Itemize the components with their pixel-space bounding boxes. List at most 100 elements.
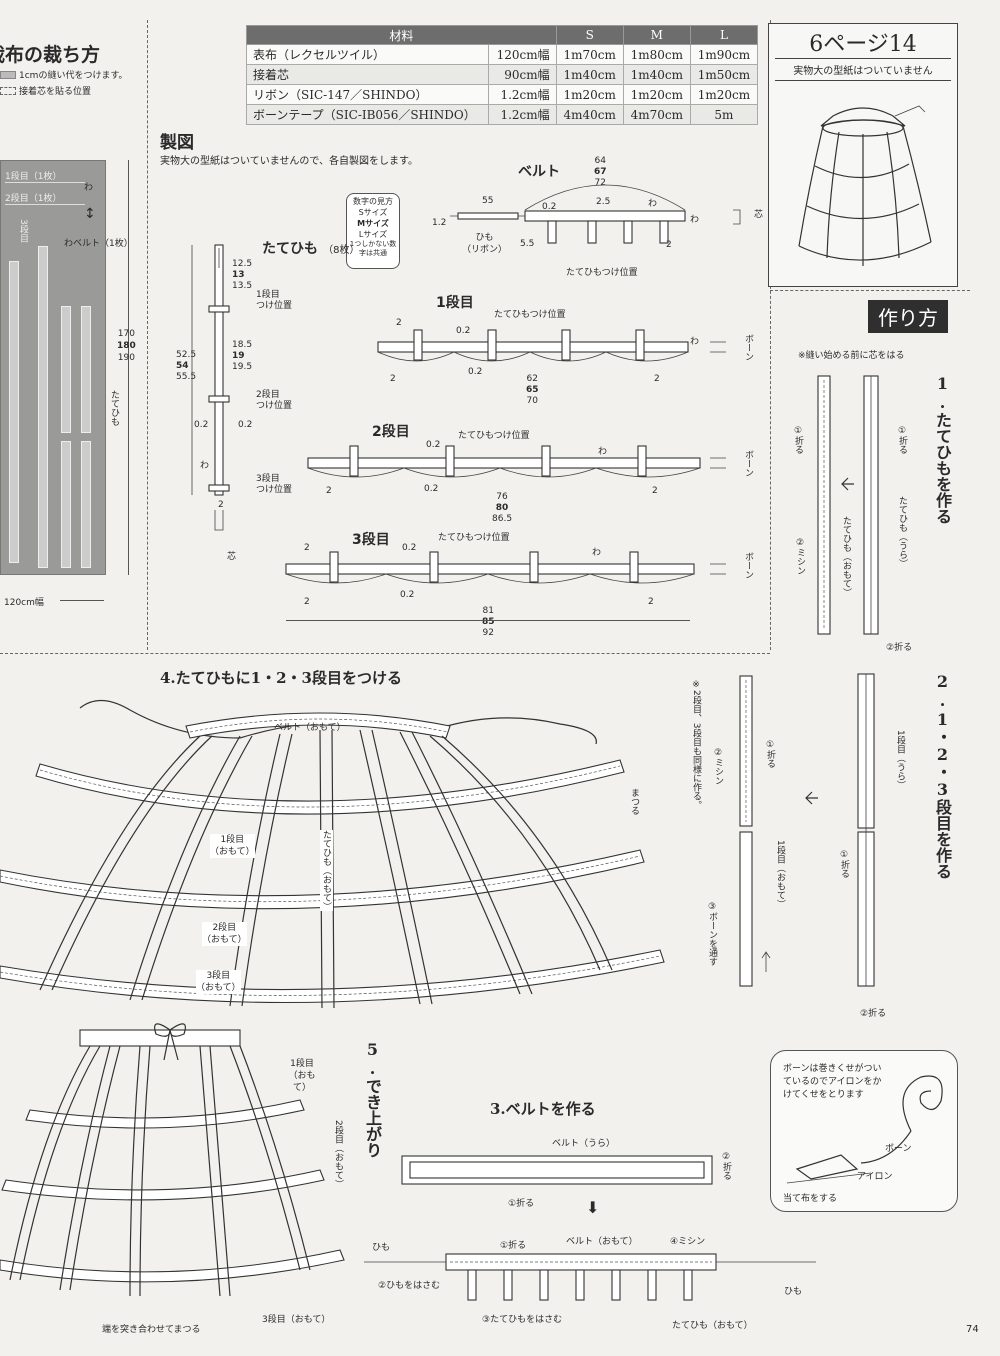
step5-t2: 2段目（おもて） [333, 1120, 343, 1189]
belt-draft-title: ベルト [518, 164, 560, 180]
side-strip-1 [9, 261, 19, 563]
seam-swatch [0, 70, 16, 79]
step3-belt-assembled [364, 1253, 816, 1301]
vertical-wa: わ [200, 461, 210, 471]
width-dim: 120cm幅 [4, 598, 44, 608]
tier3-bone: ボーン [743, 552, 753, 579]
tier3-draft-title: 3段目 [352, 532, 390, 548]
step1-left-label: たてひも（おもて） [841, 516, 851, 597]
step3-belt-omote: ベルト（おもて） [566, 1237, 638, 1247]
step3-himo-right: ひも [784, 1287, 803, 1297]
step3-vert-omote: たてひも（おもて） [672, 1321, 753, 1331]
tier3-2c: 2 [648, 597, 654, 607]
belt-12: 1.2 [432, 218, 447, 228]
table-row: 接着芯 90cm幅 1m40cm 1m40cm 1m50cm [246, 64, 759, 85]
tier1-02b: 0.2 [468, 367, 483, 377]
divider-right [770, 290, 970, 291]
vertical-pos1: 1段目つけ位置 [256, 290, 293, 311]
belt-wa2: わ [690, 215, 700, 225]
step2-title: 2.1・2・3段目を作る [933, 672, 952, 879]
tier1-bone: ボーン [743, 334, 753, 361]
step4-t2: 2段目（おもて） [202, 922, 247, 946]
step1-title: 1.たてひもを作る [933, 374, 952, 524]
tier2-02a: 0.2 [426, 440, 441, 450]
step1-illustration [817, 375, 879, 635]
reference-box: 6ページ14 実物大の型紙はついていません [768, 23, 958, 287]
fabric-layout: 1段目（1枚） 2段目（1枚） 3段目 [0, 160, 106, 575]
reference-note: 実物大の型紙はついていません [775, 58, 951, 81]
bone-iron-icon [786, 1075, 943, 1184]
step3-title: 3.ベルトを作る [490, 1100, 596, 1118]
step5-ends: 端を突き合わせてまつる [102, 1325, 201, 1335]
step3-fold2: ②折る [721, 1152, 731, 1180]
belt-02: 0.2 [542, 202, 557, 212]
step5-t3: 3段目（おもて） [262, 1315, 331, 1325]
belt-attach: たてひもつけ位置 [566, 268, 638, 278]
drafting-title: 製図 [160, 133, 194, 153]
howto-title: 作り方 [868, 300, 948, 333]
tip-iron: アイロン [857, 1172, 893, 1182]
tier2-bone: ボーン [743, 450, 753, 477]
vertical-strip-2 [81, 306, 91, 433]
step4-title: 4.たてひもに1・2・3段目をつける [160, 669, 402, 687]
belt-wa: わ [648, 199, 658, 209]
step2-note: ※2段目、3段目も同様に作る。 [691, 680, 701, 810]
tier2-draft [307, 445, 726, 478]
step2-illustration [739, 673, 875, 987]
tier1-2c: 2 [654, 374, 660, 384]
step3-fold1: ①折る [508, 1199, 535, 1209]
tier1-wa: わ [690, 337, 700, 347]
step3-belt-ura: ベルト（うら） [552, 1139, 616, 1149]
vertical-pos2: 2段目つけ位置 [256, 390, 293, 411]
tier2-2b: 2 [652, 486, 658, 496]
cutting-legend-interfacing: 接着芯を貼る位置 [0, 84, 91, 97]
divider-drafting [770, 20, 771, 650]
step1-right-label: たてひも（うら） [897, 496, 907, 568]
belt-strip [38, 246, 48, 568]
vertical-strip-3 [61, 441, 71, 568]
col-s: S [555, 25, 624, 45]
step3-himo-left: ひも [372, 1243, 391, 1253]
width-dim-line [60, 600, 104, 601]
vertical-draft-title: たてひも （8枚） [262, 241, 360, 257]
vertical-strip-1 [61, 306, 71, 433]
tier2-02b: 0.2 [424, 484, 439, 494]
tier1-dims: 62 65 70 [526, 374, 539, 406]
belt-piece-label: わベルト（1枚） [64, 239, 133, 249]
belt-2: 2 [666, 240, 672, 250]
step3-fold1b: ①折る [500, 1241, 527, 1251]
belt-himo: ひも （リボン） [462, 233, 508, 255]
grain-arrow: ↕ [84, 206, 96, 222]
step3-belt-fold [401, 1155, 713, 1185]
tier3-draft [285, 551, 726, 584]
tier3-02a: 0.2 [402, 543, 417, 553]
tier3-dim-line [286, 620, 690, 621]
divider-top [0, 653, 770, 654]
table-row: 表布（レクセルツイル） 120cm幅 1m70cm 1m80cm 1m90cm [246, 44, 759, 65]
tier3-2a: 2 [304, 543, 310, 553]
step1-sew: ②ミシン [795, 538, 805, 575]
tier3-piece: 3段目 [18, 219, 28, 243]
tier1-draft [377, 329, 726, 362]
fold-mark: わ [84, 183, 94, 193]
step1-fold-right: ①折る [897, 426, 907, 454]
tip-callout: ボーンは巻きくせがついているのでアイロンをかけてくせをとります ボーン アイロン… [770, 1050, 958, 1212]
step3-sew: ④ミシン [670, 1237, 706, 1247]
belt-dims: 64 67 72 [594, 156, 607, 188]
step5-illustration [0, 1023, 345, 1297]
step2-sew: ②ミシン [713, 748, 723, 785]
vertical-draft [191, 244, 230, 531]
tier2-attach: たてひもつけ位置 [458, 431, 530, 441]
step5-t1: 1段目（おもて） [288, 1059, 316, 1093]
tier2-wa: わ [598, 447, 608, 457]
belt-55: 55 [482, 196, 494, 206]
tier1-2a: 2 [396, 318, 402, 328]
step2-bone: ③ボーンを通す [707, 902, 717, 966]
step2-label-omote: 1段目（おもて） [775, 840, 785, 909]
belt-55b: 5.5 [520, 239, 535, 249]
cutting-title: 裁布の裁ち方 [0, 44, 101, 66]
materials-table: 材料 S M L 表布（レクセルツイル） 120cm幅 1m70cm 1m80c… [246, 25, 759, 125]
step4-t3: 3段目（おもて） [196, 970, 241, 994]
table-row: リボン（SIC-147／SHINDO） 1.2cm幅 1m20cm 1m20cm… [246, 84, 759, 105]
step4-illustration [0, 699, 665, 1009]
